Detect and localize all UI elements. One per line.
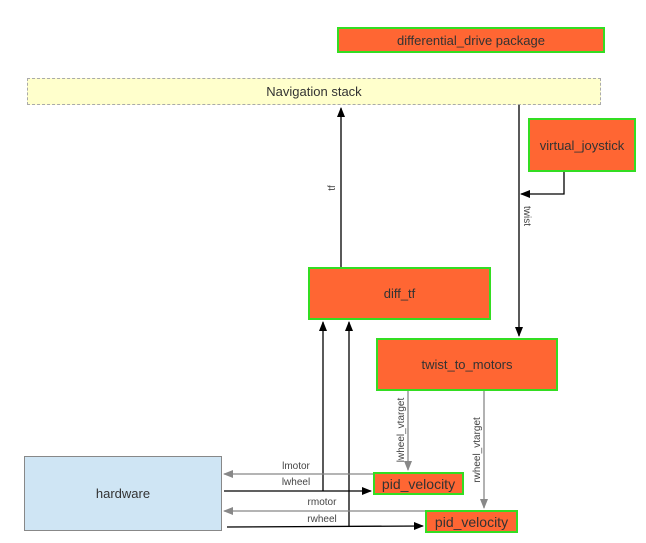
node-label: twist_to_motors	[421, 357, 513, 372]
edge-virtual-joystick	[520, 172, 565, 198]
node-label: diff_tf	[383, 286, 416, 301]
node-twist-to-motors: twist_to_motors	[376, 338, 558, 391]
node-label: virtual_joystick	[539, 137, 625, 153]
node-label: Navigation stack	[266, 84, 362, 99]
node-pid-velocity-right: pid_velocity	[425, 510, 518, 533]
node-label: pid_velocity	[434, 513, 509, 530]
node-label: differential_drive package	[397, 32, 545, 48]
edge-label-lwheel-vtarget: lwheel_vtarget	[396, 398, 407, 463]
edge-label-tf: tf	[327, 185, 338, 191]
node-virtual-joystick: virtual_joystick	[528, 118, 636, 172]
edge-rwheel	[226, 522, 424, 531]
node-pid-velocity-left: pid_velocity	[373, 472, 464, 495]
node-hardware: hardware	[24, 456, 222, 531]
node-label: hardware	[95, 486, 151, 501]
edge-label-lwheel: lwheel	[282, 477, 310, 488]
edge-label-rmotor: rmotor	[308, 497, 338, 508]
edge-label-rwheel: rwheel	[307, 514, 336, 525]
edge-label-lmotor: lmotor	[282, 461, 310, 472]
edge-label-rwheel-vtarget: rwheel_vtarget	[472, 417, 483, 483]
node-diff-tf: diff_tf	[308, 267, 491, 320]
node-differential-drive-package: differential_drive package	[337, 27, 605, 53]
node-navigation-stack: Navigation stack	[27, 78, 601, 105]
edge-label-twist: twist	[521, 206, 532, 226]
node-label: pid_velocity	[381, 475, 456, 492]
